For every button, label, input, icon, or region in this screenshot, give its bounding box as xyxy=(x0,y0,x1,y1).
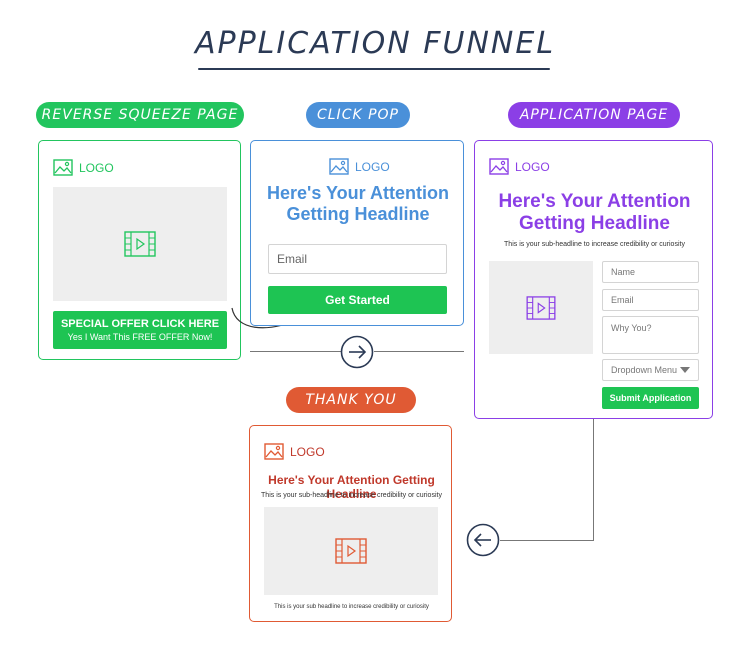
thank-you-subheadline: This is your sub-headline to increase cr… xyxy=(261,492,442,499)
label-click-pop: CLICK POP xyxy=(306,102,410,128)
connector-line-right xyxy=(374,351,464,352)
special-offer-button[interactable]: SPECIAL OFFER CLICK HERE Yes I Want This… xyxy=(53,311,227,349)
get-started-button[interactable]: Get Started xyxy=(268,286,447,314)
arrow-right-icon xyxy=(340,335,374,369)
arrow-left-icon xyxy=(466,523,500,557)
email-input[interactable]: Email xyxy=(268,244,447,274)
thank-you-logo: LOGO xyxy=(264,443,325,460)
application-logo: LOGO xyxy=(489,158,550,175)
label-thank-you: THANK YOU xyxy=(286,387,416,413)
thank-you-footer: This is your sub headline to increase cr… xyxy=(274,604,429,610)
name-input[interactable]: Name xyxy=(602,261,699,283)
dropdown-label: Dropdown Menu xyxy=(611,365,678,375)
click-pop-logo: LOGO xyxy=(329,158,390,175)
application-subheadline: This is your sub-headline to increase cr… xyxy=(504,241,685,248)
label-reverse-squeeze: REVERSE SQUEEZE PAGE xyxy=(36,102,244,128)
thank-you-video xyxy=(264,507,438,595)
special-offer-sub: Yes I Want This FREE OFFER Now! xyxy=(67,332,213,342)
film-icon xyxy=(335,538,367,564)
logo-text: LOGO xyxy=(79,160,114,175)
logo-text: LOGO xyxy=(355,159,390,174)
image-icon xyxy=(264,443,284,460)
special-offer-main: SPECIAL OFFER CLICK HERE xyxy=(60,318,220,330)
connector-line-left xyxy=(250,351,342,352)
reverse-squeeze-video xyxy=(53,187,227,301)
application-video xyxy=(489,261,593,354)
film-icon xyxy=(526,295,556,320)
caret-down-icon xyxy=(680,367,690,373)
logo-text: LOGO xyxy=(290,444,325,459)
reverse-squeeze-logo: LOGO xyxy=(53,159,114,176)
reverse-squeeze-card: LOGO SPECIAL OFFER CLICK HERE Yes I Want… xyxy=(38,140,241,360)
film-icon xyxy=(124,231,156,257)
image-icon xyxy=(329,158,349,175)
connector-line-vertical xyxy=(593,419,594,541)
click-pop-headline: Here's Your Attention Getting Headline xyxy=(267,183,449,224)
application-card: LOGO Here's Your Attention Getting Headl… xyxy=(474,140,713,419)
dropdown-select[interactable]: Dropdown Menu xyxy=(602,359,699,381)
submit-application-button[interactable]: Submit Application xyxy=(602,387,699,409)
why-you-textarea[interactable]: Why You? xyxy=(602,316,699,354)
thank-you-headline: Here's Your Attention Getting Headline xyxy=(268,473,435,501)
image-icon xyxy=(53,159,73,176)
image-icon xyxy=(489,158,509,175)
click-pop-card: LOGO Here's Your Attention Getting Headl… xyxy=(250,140,464,326)
application-headline: Here's Your Attention Getting Headline xyxy=(498,191,691,234)
title-underline xyxy=(198,68,550,70)
thank-you-card: LOGO Here's Your Attention Getting Headl… xyxy=(249,425,452,622)
email-input[interactable]: Email xyxy=(602,289,699,311)
funnel-title: APPLICATION FUNNEL xyxy=(194,26,556,61)
label-application-page: APPLICATION PAGE xyxy=(508,102,680,128)
logo-text: LOGO xyxy=(515,159,550,174)
connector-line-bottom xyxy=(500,540,594,541)
